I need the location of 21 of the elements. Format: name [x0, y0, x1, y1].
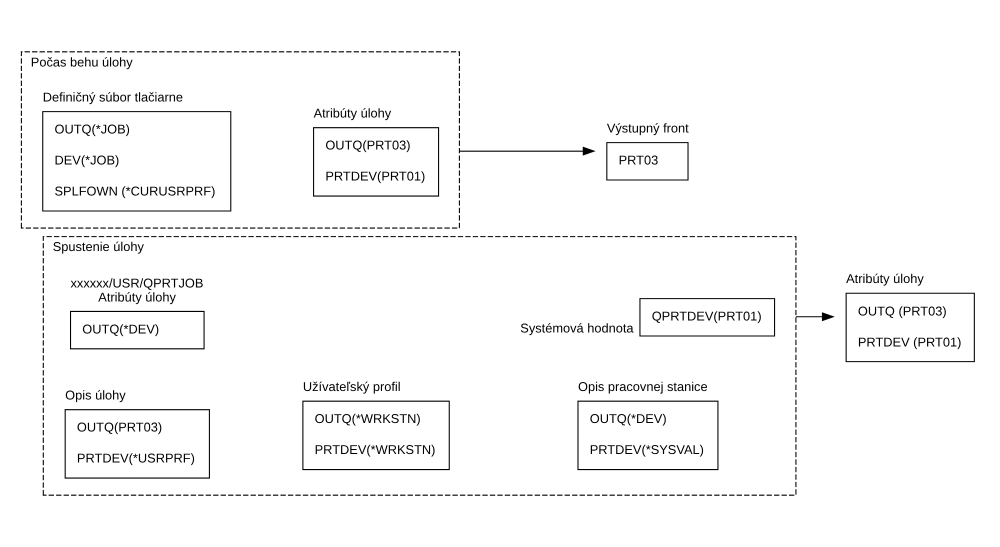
node-box: OUTQ(*DEV) PRTDEV(*SYSVAL): [577, 400, 718, 470]
arrow: [796, 312, 835, 322]
node-label: Systémová hodnota: [520, 320, 634, 336]
node-label: Opis úlohy: [65, 388, 126, 403]
node-box: OUTQ(*JOB) DEV(*JOB) SPLFOWN (*CURUSRPRF): [42, 111, 232, 212]
node-box: PRT03: [606, 142, 689, 181]
node-label: Atribúty úlohy: [846, 271, 924, 286]
node-box: OUTQ (PRT03) PRTDEV (PRT01): [846, 292, 975, 362]
node-label: xxxxxx/USR/QPRTJOB: [70, 275, 204, 290]
node-box: OUTQ(PRT03) PRTDEV(*USRPRF): [64, 409, 210, 479]
node-box: OUTQ(PRT03) PRTDEV(PRT01): [313, 127, 440, 197]
node-box: OUTQ(*WRKSTN) PRTDEV(*WRKSTN): [302, 400, 450, 470]
node-box: QPRTDEV(PRT01): [639, 298, 776, 337]
node-label: Atribúty úlohy: [314, 106, 392, 121]
node-label: Opis pracovnej stanice: [578, 379, 708, 394]
node-box: OUTQ(*DEV): [70, 310, 205, 350]
arrow: [459, 146, 596, 156]
node-label: Užívateľský profil: [302, 379, 401, 394]
node-label: Výstupný front: [606, 120, 689, 136]
node-label: Definičný súbor tlačiarne: [42, 90, 184, 105]
node-label: Atribúty úlohy: [98, 289, 176, 304]
